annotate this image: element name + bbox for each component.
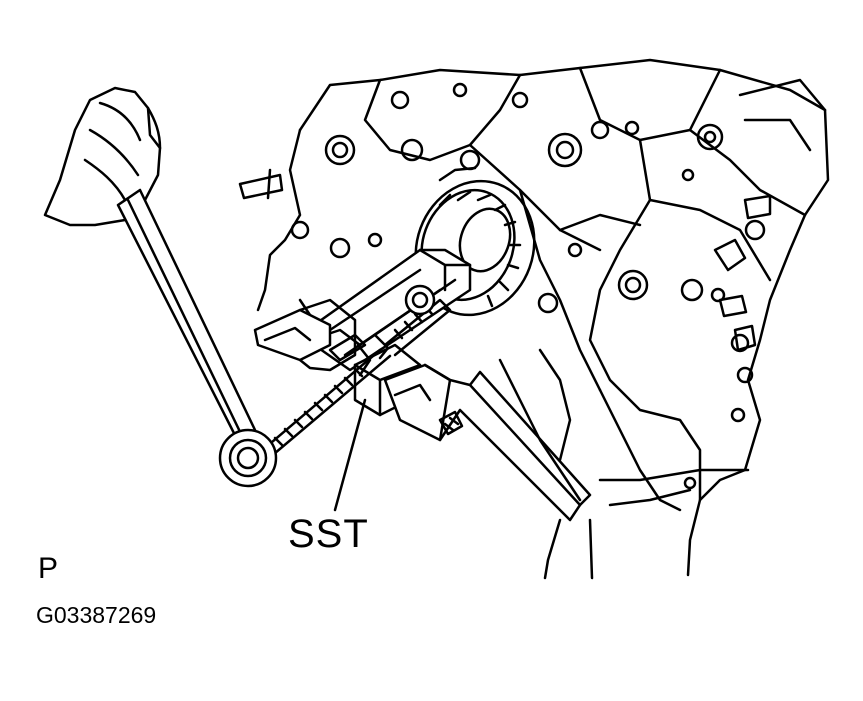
wrench-icon [118,190,276,486]
view-letter: P [38,552,59,585]
adjustable-wrench-icon [385,365,590,520]
engine-block [240,60,828,578]
figure-code: G03387269 [36,602,157,628]
sst-leader-line [335,400,365,510]
hand-icon [45,88,160,225]
sst-callout-label: SST [288,512,369,556]
